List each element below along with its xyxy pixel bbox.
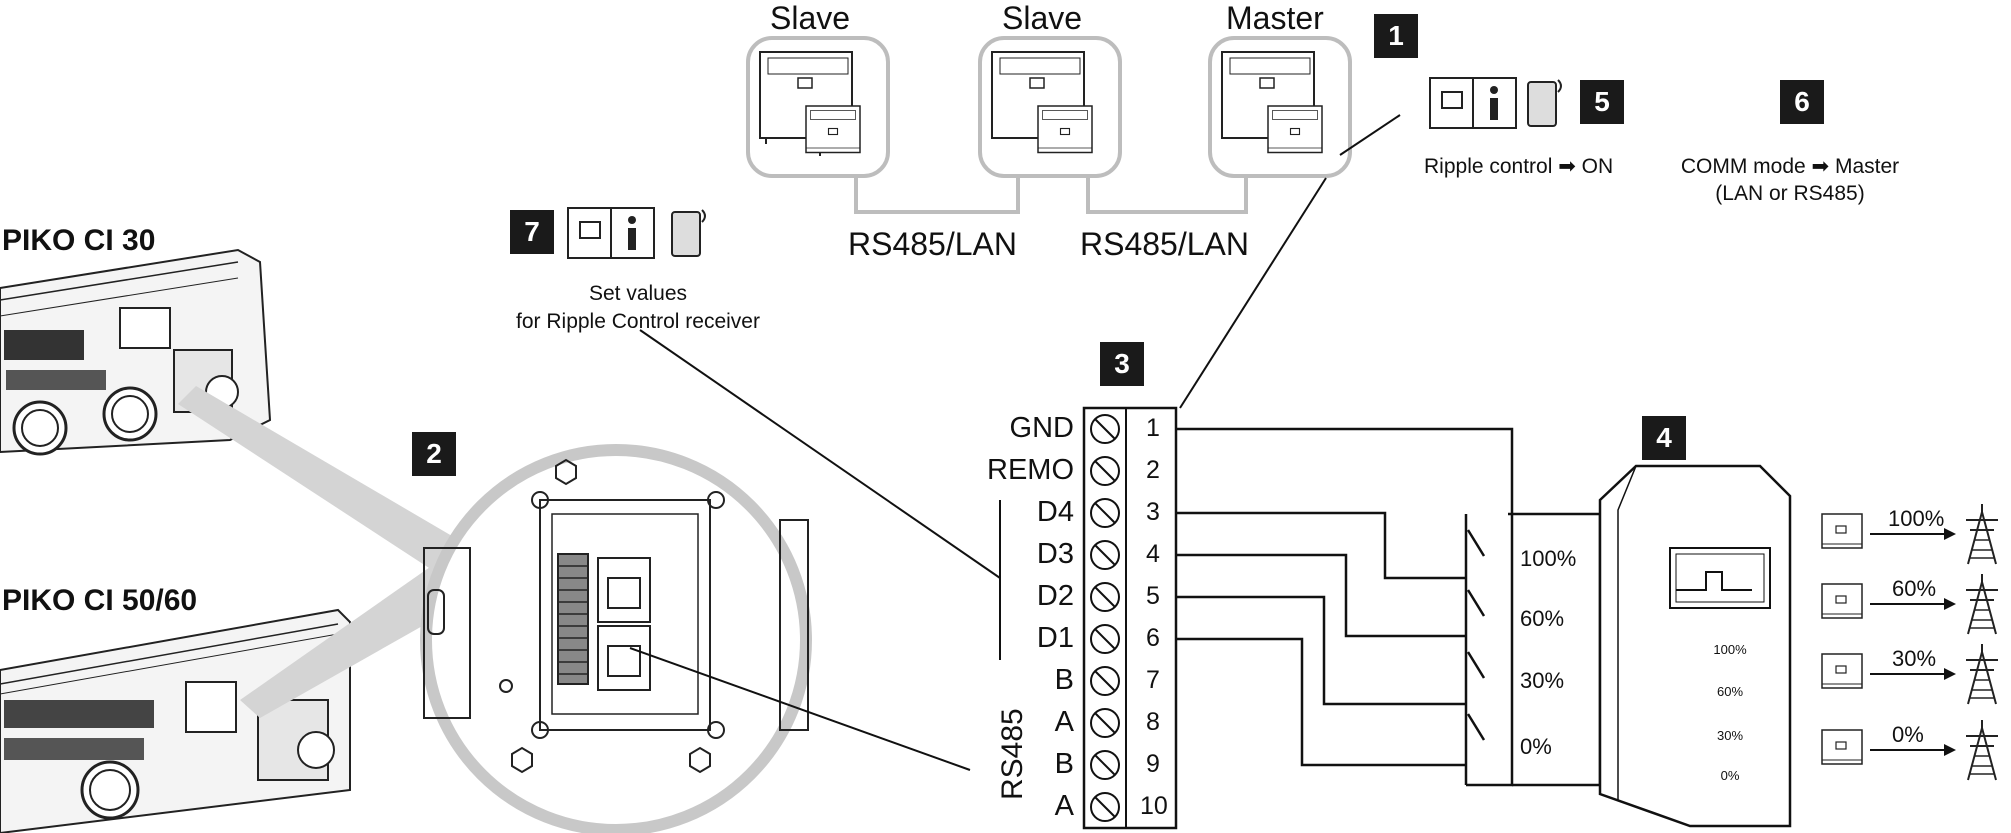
- zoom-beam-ci30: [178, 386, 472, 596]
- inverter-icon: [759, 51, 861, 156]
- output-levels: [1821, 503, 1999, 781]
- model-label-ci50: PIKO CI 50/60: [2, 584, 198, 617]
- power-pylon-icon: [1965, 503, 1999, 565]
- switch-level-30: 30%: [1520, 668, 1565, 693]
- ripple-control-receiver: [1598, 464, 1792, 828]
- terminal-num-2: 2: [1146, 456, 1160, 484]
- inverter-icon: [1221, 51, 1323, 154]
- bus-link-1: [854, 176, 1020, 214]
- output-level-0: 0%: [1892, 722, 1924, 747]
- terminal-num-4: 4: [1146, 540, 1160, 568]
- step6-caption-line2: (LAN or RS485): [1715, 182, 1865, 205]
- inverter-icon: [1821, 653, 1863, 689]
- receiver-level-100: 100%: [1713, 642, 1747, 657]
- terminal-name-10: A: [1054, 790, 1074, 822]
- switch-level-100: 100%: [1520, 546, 1577, 571]
- step-badge-6: 6: [1780, 80, 1824, 124]
- receiver-level-30: 30%: [1716, 728, 1744, 743]
- terminal-name-4: D3: [1036, 538, 1074, 570]
- terminal-num-1: 1: [1146, 414, 1160, 442]
- callout-line-terminal: [1179, 177, 1327, 409]
- terminal-num-5: 5: [1146, 582, 1160, 610]
- terminal-name-1: GND: [1009, 412, 1074, 444]
- inverter-icon: [991, 51, 1093, 154]
- receiver-level-60: 60%: [1716, 684, 1744, 699]
- inverter-label-slave-1: Slave: [770, 0, 851, 36]
- inverter-group: [746, 36, 1352, 214]
- relay-contacts: [1466, 529, 1486, 741]
- manual-icon: [1429, 77, 1517, 129]
- inverter-master-frame: [1208, 36, 1352, 178]
- inverter-slave-1-frame: [746, 36, 890, 178]
- signal-wires: [1176, 427, 1602, 787]
- terminal-name-3: D4: [1036, 496, 1074, 528]
- terminal-name-2: REMO: [987, 454, 1074, 486]
- step-badge-4: 4: [1642, 416, 1686, 460]
- callout-line-zoom: [629, 647, 971, 771]
- step-badge-5: 5: [1580, 80, 1624, 124]
- tablet-icon: [671, 209, 706, 257]
- step7-caption-line2: for Ripple Control receiver: [516, 310, 760, 333]
- bus-link-2: [1086, 176, 1248, 214]
- bus-label-2: RS485/LAN: [1080, 226, 1249, 262]
- terminal-num-9: 9: [1146, 750, 1160, 778]
- zoom-beam-ci50: [240, 560, 440, 718]
- tablet-icon: [1527, 79, 1562, 127]
- terminal-block: [1082, 406, 1178, 830]
- step5-caption: Ripple control ➡ ON: [1424, 155, 1614, 178]
- terminal-num-6: 6: [1146, 624, 1160, 652]
- output-level-100: 100%: [1888, 506, 1945, 531]
- terminal-num-3: 3: [1146, 498, 1160, 526]
- callout-line-step7: [639, 329, 1001, 579]
- receiver-level-0: 0%: [1720, 768, 1740, 783]
- step-badge-1: 1: [1374, 14, 1418, 58]
- inverter-label-slave-2: Slave: [1002, 0, 1083, 36]
- terminal-num-8: 8: [1146, 708, 1160, 736]
- callout-line-master: [1339, 114, 1401, 156]
- bus-label-1: RS485/LAN: [848, 226, 1017, 262]
- switch-level-60: 60%: [1520, 606, 1565, 631]
- zoom-detail: [420, 444, 812, 833]
- inverter-slave-2-frame: [978, 36, 1122, 178]
- terminal-name-6: D1: [1036, 622, 1074, 654]
- terminal-num-10: 10: [1140, 792, 1168, 820]
- step-badge-2: 2: [412, 432, 456, 476]
- inverter-icon: [1821, 583, 1863, 619]
- output-level-60: 60%: [1892, 576, 1937, 601]
- terminal-name-7: B: [1054, 664, 1074, 696]
- piko-ci-50-drawing: [0, 608, 351, 833]
- terminal-num-7: 7: [1146, 666, 1160, 694]
- power-pylon-icon: [1965, 719, 1999, 781]
- inverter-label-master: Master: [1226, 0, 1324, 36]
- power-pylon-icon: [1965, 643, 1999, 705]
- model-label-ci30: PIKO CI 30: [2, 224, 156, 257]
- step7-caption-line1: Set values: [588, 282, 688, 305]
- output-level-30: 30%: [1892, 646, 1937, 671]
- terminal-name-8: A: [1054, 706, 1074, 738]
- step6-caption-line1: COMM mode ➡ Master: [1680, 155, 1900, 178]
- inverter-icon: [1821, 729, 1863, 765]
- terminal-name-5: D2: [1036, 580, 1074, 612]
- step-badge-7: 7: [510, 210, 554, 254]
- power-pylon-icon: [1965, 573, 1999, 635]
- rs485-group-label: RS485: [996, 708, 1029, 800]
- manual-icon: [567, 207, 655, 259]
- inverter-icon: [1821, 513, 1863, 549]
- switch-level-0: 0%: [1520, 734, 1552, 759]
- step-badge-3: 3: [1100, 342, 1144, 386]
- terminal-name-9: B: [1054, 748, 1074, 780]
